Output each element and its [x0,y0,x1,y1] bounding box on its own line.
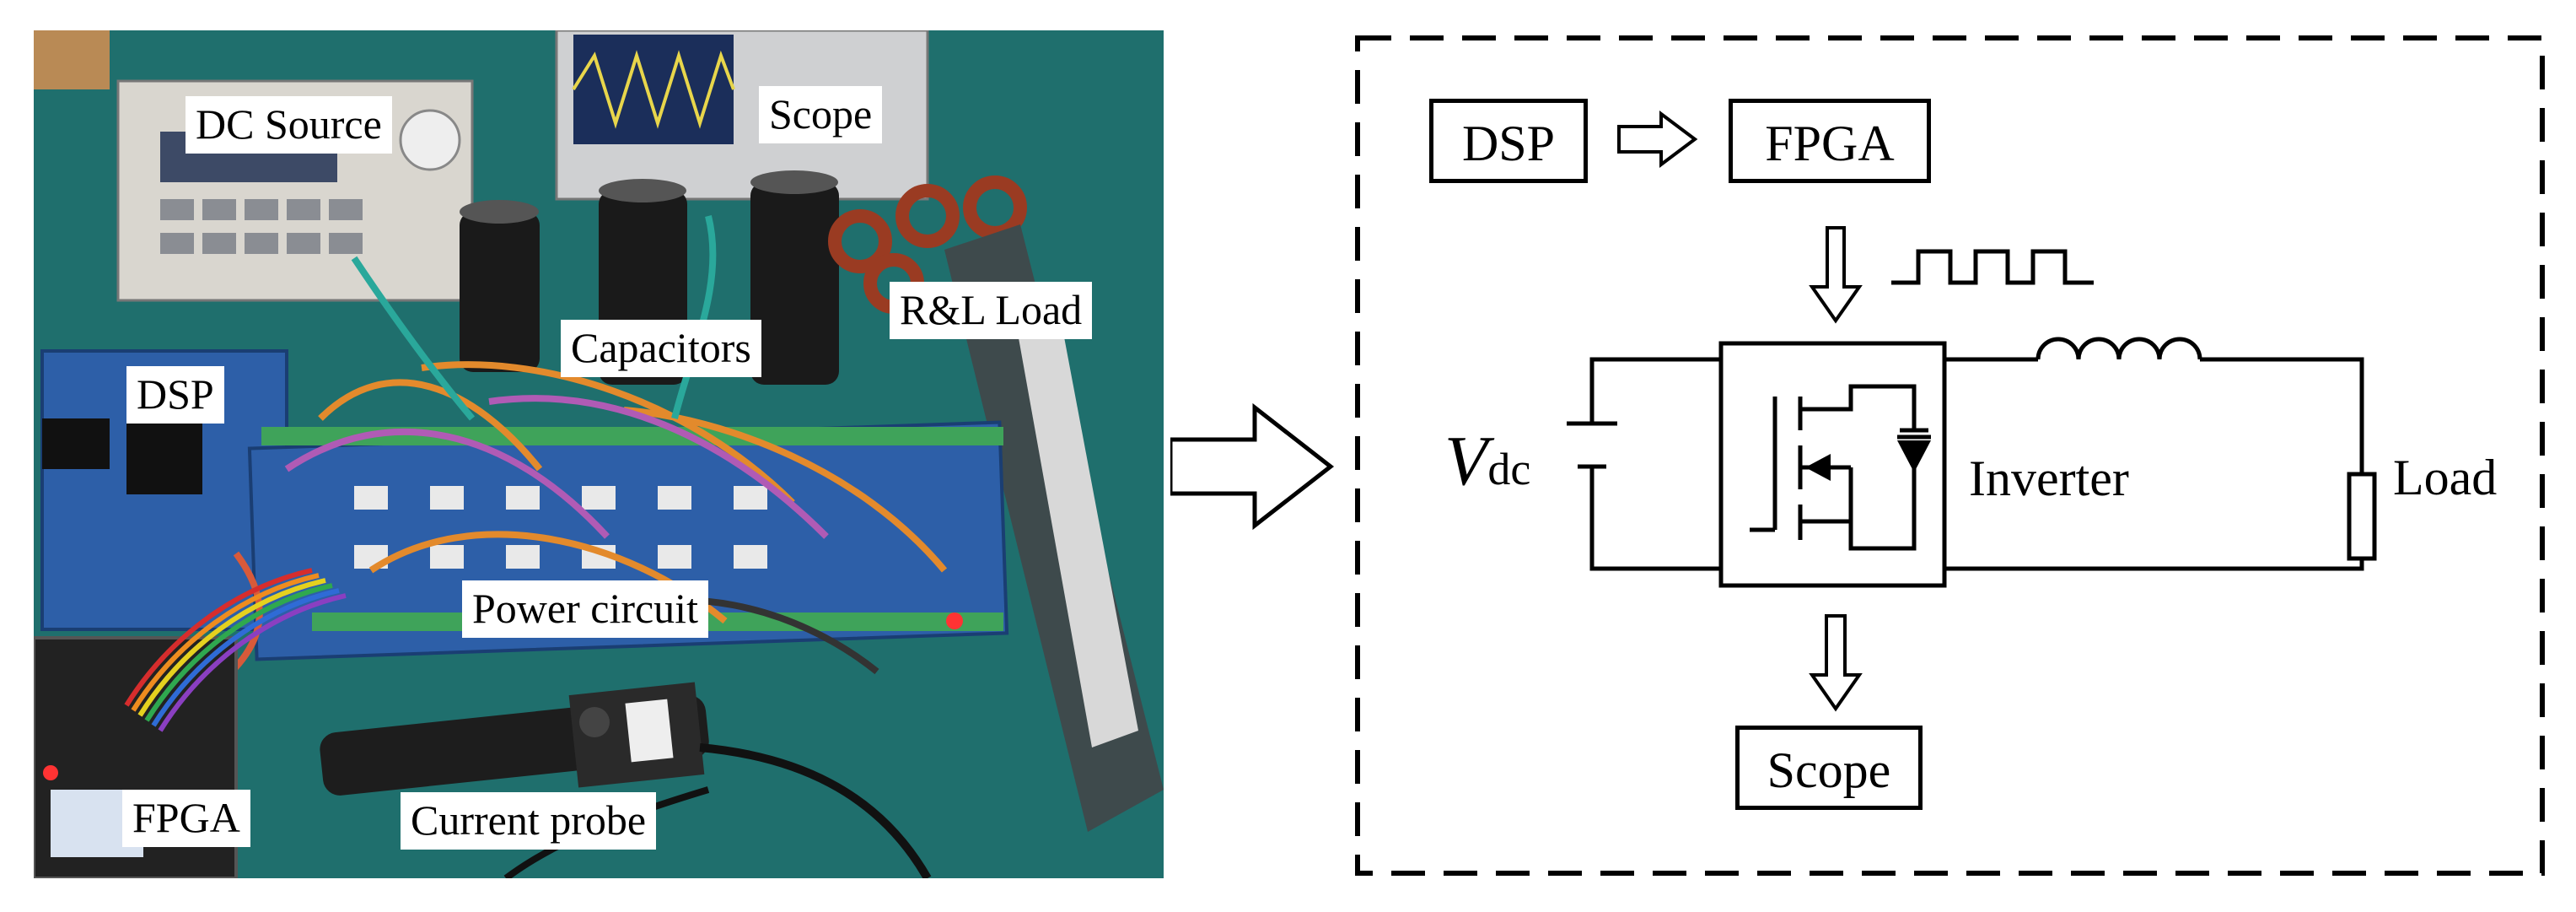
vdc-subscript: dc [1487,444,1531,494]
inverter-label: Inverter [1969,451,2129,506]
label-fpga-photo: FPGA [122,790,250,847]
test-bench-photo: DC Source Scope Capacitors R&L Load DSP … [34,30,1164,878]
label-power-circuit: Power circuit [462,580,708,638]
right-arrow-icon [1170,403,1335,530]
bench-illustration [34,30,1164,878]
fpga-to-inverter-arrow-icon [1809,226,1863,324]
inverter-schematic: DSP FPGA Scope Vdc Inverter Load [1353,34,2551,882]
dsp-block: DSP [1429,99,1588,183]
label-rl-load: R&L Load [890,282,1093,339]
fpga-block: FPGA [1729,99,1931,183]
inverter-to-scope-arrow-icon [1809,614,1863,712]
label-capacitors: Capacitors [561,320,761,377]
pwm-signal-icon [1891,249,2094,285]
schematic-drawing [1355,35,2545,876]
vdc-symbol: V [1444,422,1488,500]
label-scope-photo: Scope [759,86,883,143]
dashed-frame [1355,35,2545,876]
dsp-to-fpga-arrow-icon [1617,111,1698,168]
label-dsp-photo: DSP [126,366,224,424]
label-current-probe: Current probe [401,792,657,850]
load-label: Load [2393,450,2498,505]
scope-block: Scope [1735,726,1923,810]
label-dc-source: DC Source [186,96,392,154]
vdc-label: Vdc [1444,420,1530,502]
